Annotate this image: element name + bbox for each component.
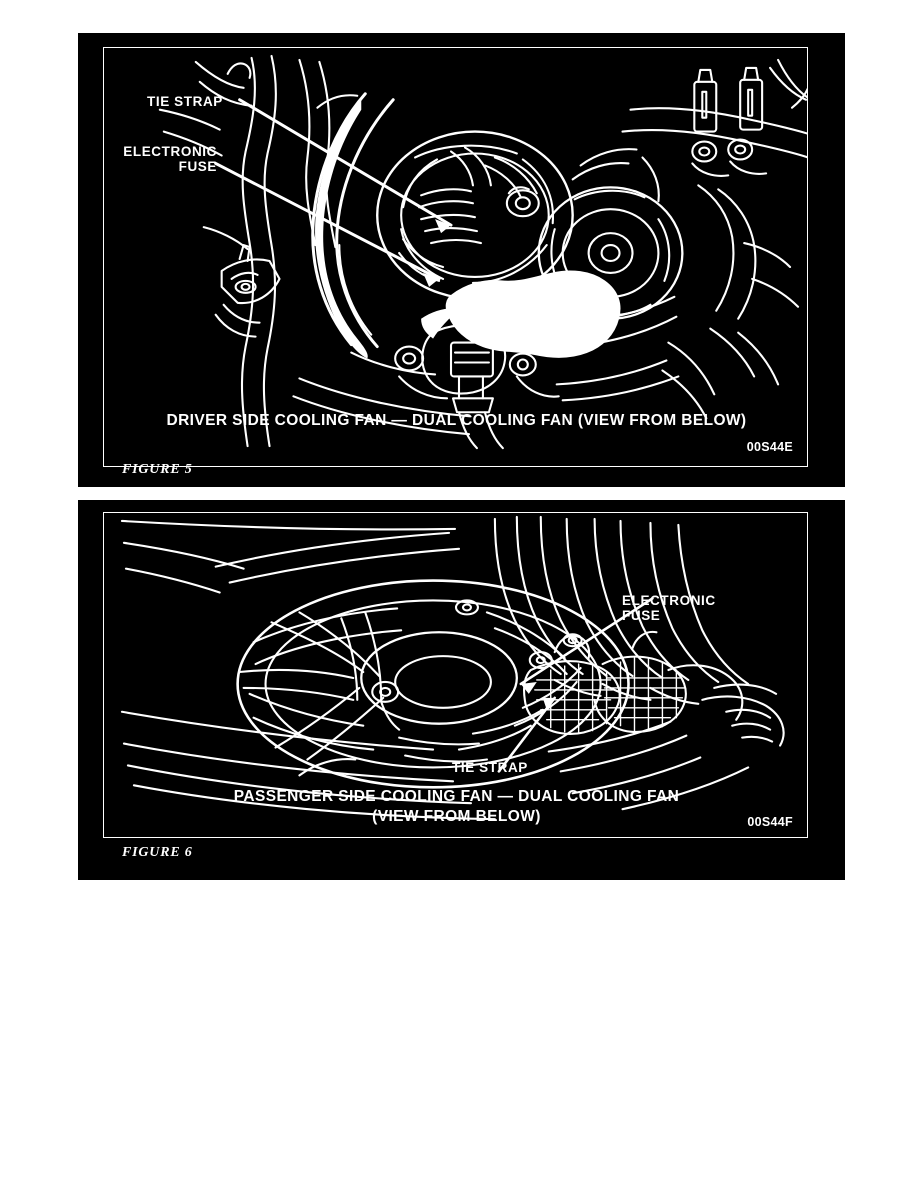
figure-5-callout-tie-strap: TIE STRAP (147, 94, 223, 109)
tie-strap-arrow (542, 697, 555, 710)
electronic-fuse-leader (214, 161, 441, 281)
figure-6-panel: ELECTRONIC FUSE TIE STRAP PASSENGER SIDE… (78, 500, 845, 880)
figure-5-artwork (104, 48, 807, 466)
electronic-fuse-arrow (423, 272, 440, 287)
driver-side-cooling-fan-line-art (158, 54, 807, 450)
figure-6-code: 00S44F (747, 815, 793, 829)
figure-5-illustration-plate: TIE STRAP ELECTRONIC FUSE DRIVER SIDE CO… (103, 47, 808, 467)
figure-5-number: FIGURE 5 (122, 462, 193, 477)
electronic-fuse-highlight (445, 270, 621, 358)
figure-6-callout-electronic-fuse: ELECTRONIC FUSE (622, 593, 716, 623)
tie-strap-leader (238, 98, 453, 227)
electronic-fuse-leader (519, 597, 654, 686)
figure-6-caption: PASSENGER SIDE COOLING FAN — DUAL COOLIN… (233, 788, 680, 825)
electronic-fuse-arrow (520, 681, 537, 694)
figure-6-callout-tie-strap: TIE STRAP (452, 760, 528, 775)
leader-lines (497, 597, 654, 773)
tie-strap-leader (497, 696, 557, 773)
passenger-side-cooling-fan-line-art (120, 515, 785, 821)
figure-6-artwork (104, 513, 807, 837)
figure-6-number: FIGURE 6 (122, 845, 193, 860)
tie-strap-arrow (435, 219, 452, 234)
figure-6-illustration-plate: ELECTRONIC FUSE TIE STRAP PASSENGER SIDE… (103, 512, 808, 838)
figure-5-panel: TIE STRAP ELECTRONIC FUSE DRIVER SIDE CO… (78, 33, 845, 487)
figure-5-caption: DRIVER SIDE COOLING FAN — DUAL COOLING F… (166, 412, 747, 429)
figure-5-callout-electronic-fuse: ELECTRONIC FUSE (123, 144, 217, 174)
leader-lines (214, 98, 453, 281)
figure-5-code: 00S44E (746, 440, 793, 454)
